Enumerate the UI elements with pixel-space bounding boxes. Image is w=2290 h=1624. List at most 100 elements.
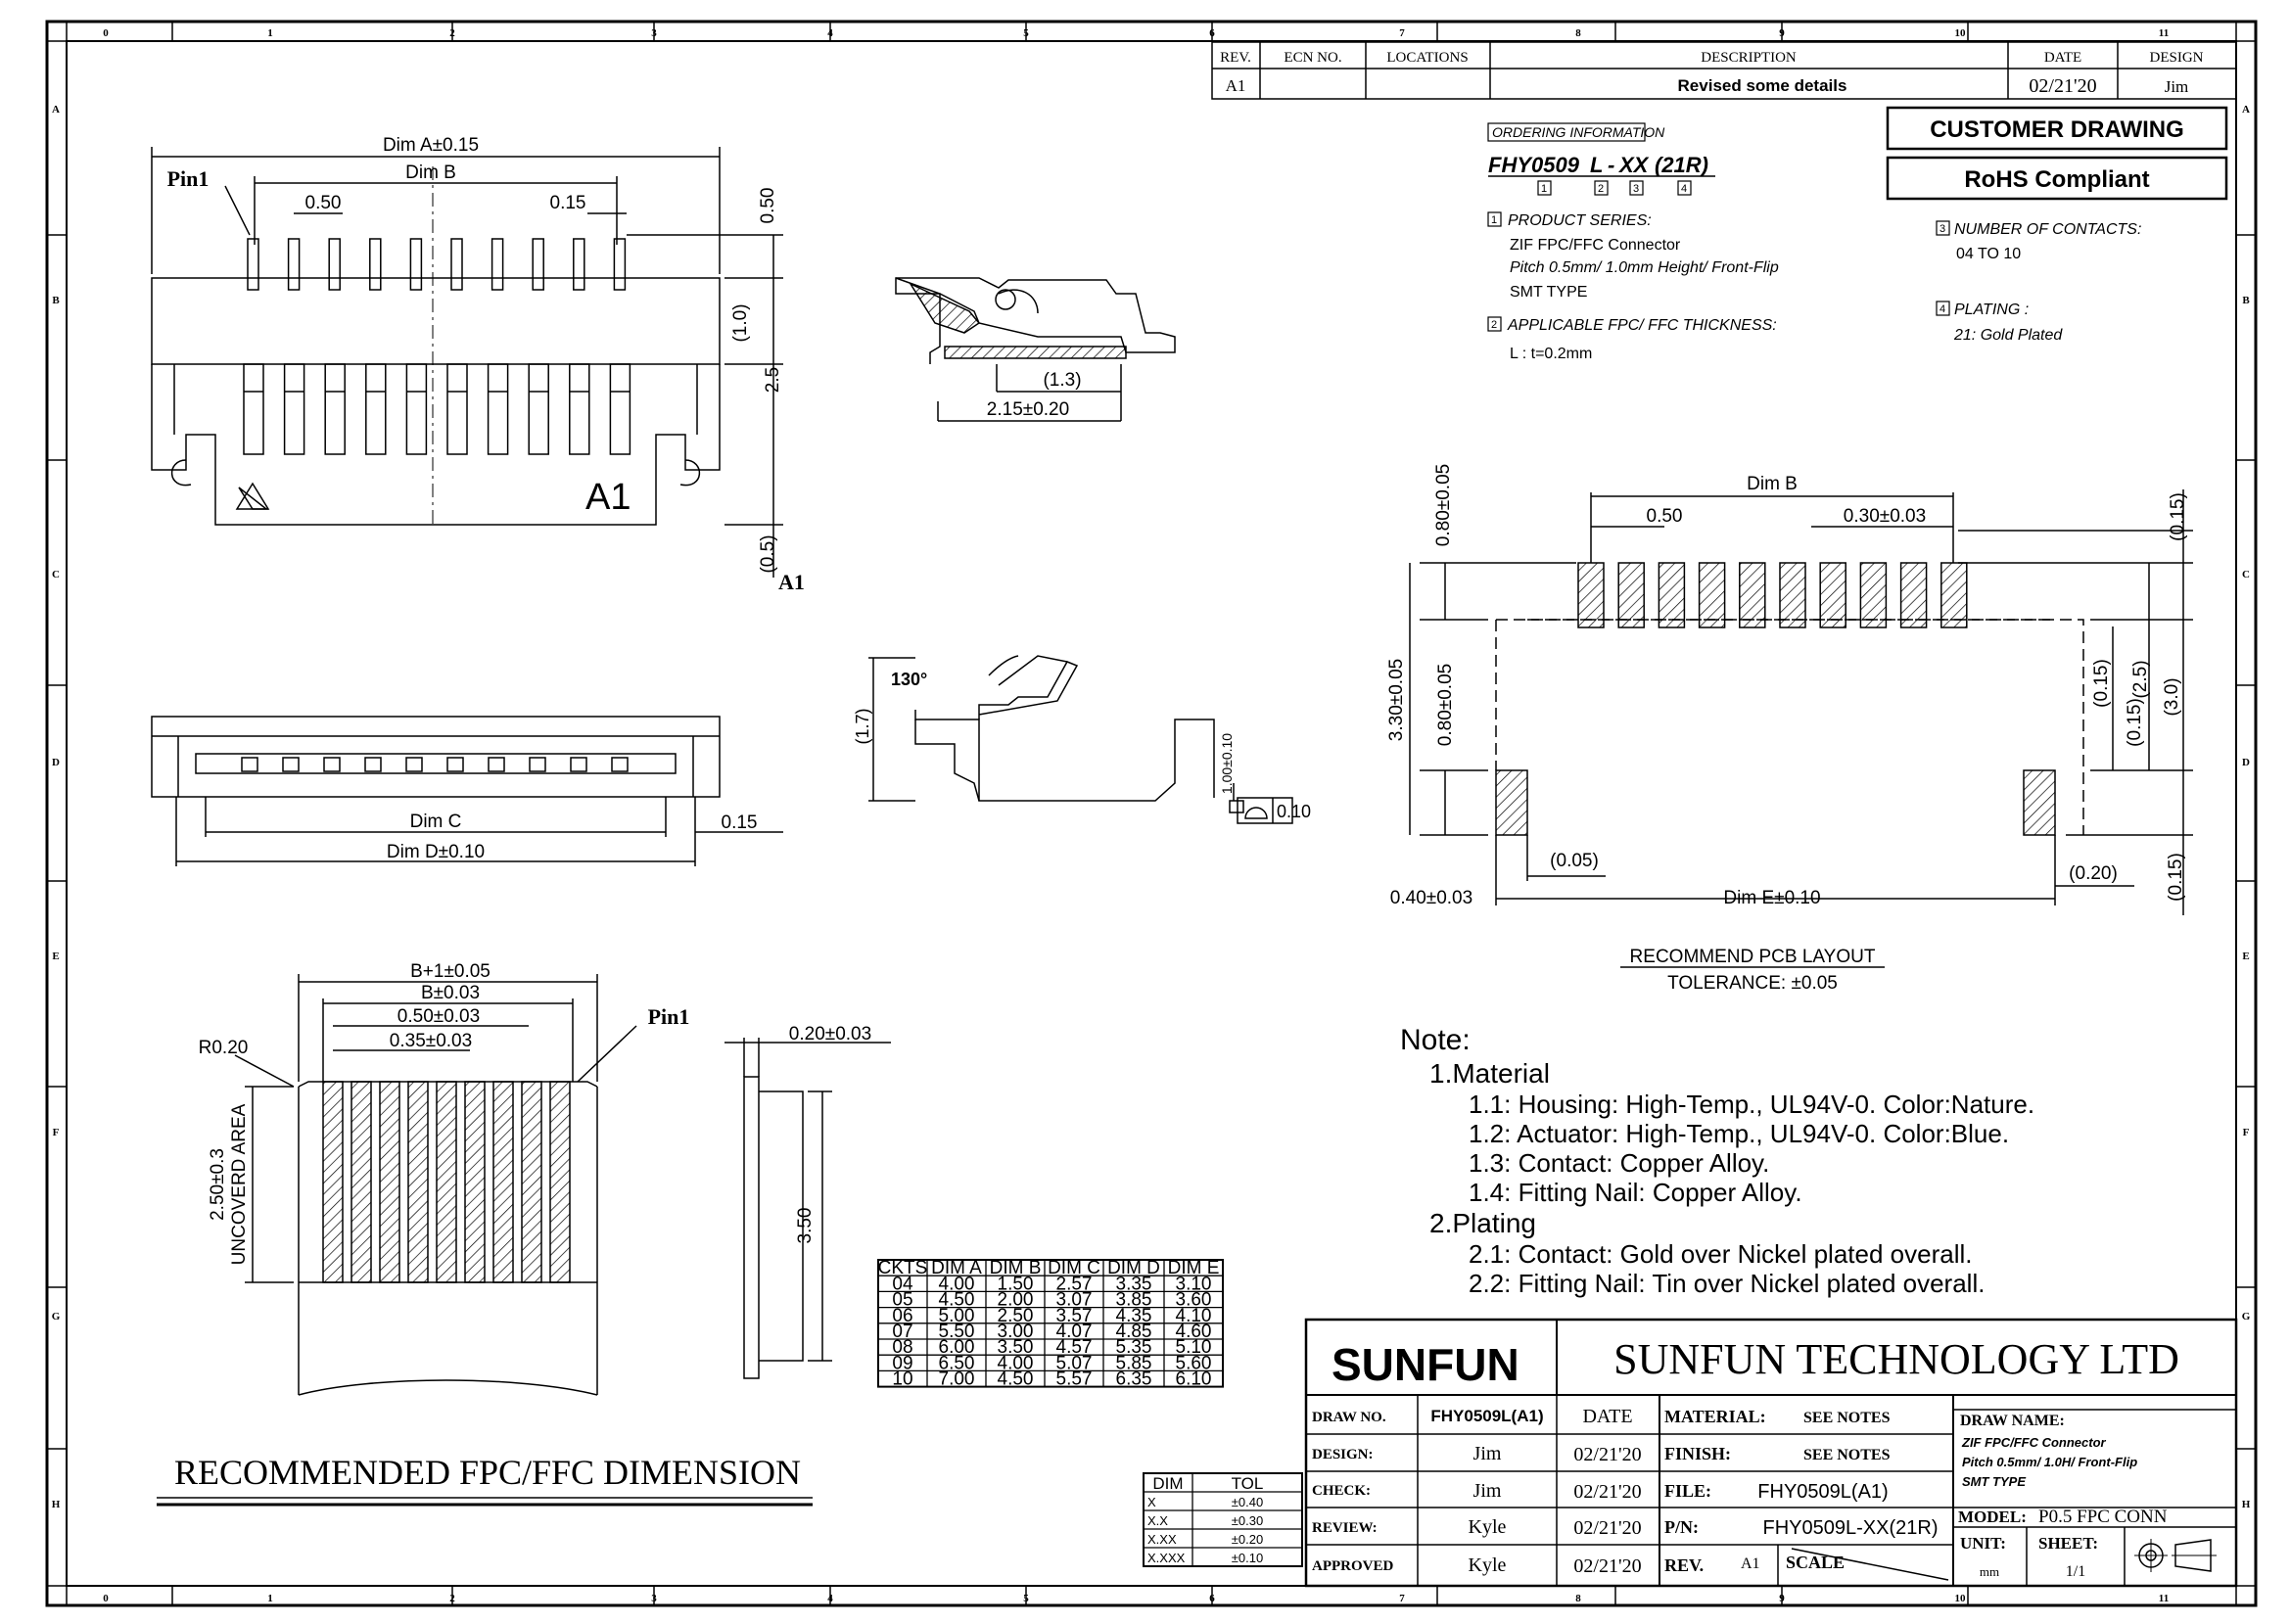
approved-value: Kyle (1469, 1554, 1507, 1576)
front-contact (241, 757, 258, 772)
rohs-badge: RoHS Compliant (1964, 166, 2149, 193)
drawing-frame (45, 20, 2258, 1607)
zone-row-left: D (52, 757, 60, 768)
fpc-pin1: Pin1 (648, 1004, 690, 1029)
zone-col-bottom: 6 (1209, 1593, 1215, 1604)
pcb-pitch: 0.50 (1647, 506, 1683, 527)
flatness-value: 0.10 (1277, 802, 1311, 821)
fpc-finger-width: 0.35±0.03 (390, 1031, 472, 1051)
rev-description: Revised some details (1678, 76, 1847, 95)
part-number-plating: (21R) (1655, 153, 1708, 177)
dim-table-header: DIM E (1168, 1258, 1220, 1278)
dim-table-cell: 4.85 (1116, 1322, 1152, 1342)
zone-col-top: 5 (1023, 27, 1029, 39)
sheet-value: 1/1 (2066, 1563, 2085, 1580)
contact-pin-body (324, 363, 346, 455)
tol-table-tol: ±0.20 (1232, 1532, 1263, 1547)
zone-col-bottom: 2 (449, 1593, 455, 1604)
pcb-d-005: (0.05) (1550, 851, 1599, 871)
title-block (1304, 1318, 2238, 1588)
dim-table-cell: 08 (892, 1337, 912, 1358)
model-label: MODEL: (1958, 1508, 2027, 1526)
v-10-label: (1.0) (730, 303, 751, 342)
contact-pin (409, 238, 423, 291)
zone-row-right: E (2242, 951, 2249, 962)
fpc-uncovered-area: UNCOVERD AREA (229, 1103, 250, 1265)
v-05-label: (0.5) (758, 534, 778, 573)
open-angle: 130° (891, 670, 927, 689)
part-number-contacts: XX (1617, 153, 1650, 177)
dim-table-cell: 5.10 (1176, 1337, 1212, 1358)
file-label: FILE: (1664, 1481, 1711, 1501)
rev-header-ecn: ECN NO. (1284, 50, 1341, 66)
dim-table-cell: 6.35 (1116, 1369, 1152, 1390)
open-view (868, 655, 1293, 824)
pcb-r-015c: (0.15) (2125, 698, 2145, 747)
dim-b-label: Dim B (405, 162, 456, 183)
zone-row-left: A (52, 104, 60, 116)
dim-table-cell: 3.60 (1176, 1290, 1212, 1311)
contact-pin (328, 238, 341, 291)
zone-col-bottom: 0 (103, 1593, 109, 1604)
rev-value: A1 (1226, 76, 1246, 95)
part-number-dash: - (1608, 153, 1614, 177)
fpc-finger (492, 1081, 514, 1283)
dim-table-cell: 4.00 (998, 1353, 1034, 1373)
notes-title: Note: (1400, 1024, 1471, 1056)
dim-table-cell: 10 (892, 1369, 912, 1390)
part-number-thickness: L (1590, 153, 1603, 177)
model-value: P0.5 FPC CONN (2038, 1507, 2168, 1527)
rev-header-locations: LOCATIONS (1386, 50, 1468, 66)
pin1-label-top: Pin1 (167, 166, 210, 191)
finish-value: SEE NOTES (1803, 1447, 1891, 1463)
pitch-label: 0.50 (305, 193, 342, 213)
pcb-v-080b: 0.80±0.05 (1435, 664, 1456, 746)
notes-plating: 2.Plating (1429, 1208, 1536, 1238)
fpc-finger (322, 1081, 344, 1283)
dim-table-cell: 5.60 (1176, 1353, 1212, 1373)
dim-table-cell: 4.57 (1056, 1337, 1093, 1358)
zone-row-right: C (2242, 569, 2250, 580)
notes-m1: 1.1: Housing: High-Temp., UL94V-0. Color… (1469, 1090, 2034, 1119)
dim-table-cell: 4.00 (939, 1274, 975, 1294)
zone-col-bottom: 10 (1955, 1593, 1967, 1604)
thickness-line1: L : t=0.2mm (1510, 346, 1592, 362)
v-050-label: 0.50 (758, 188, 778, 224)
contacts-range: 04 TO 10 (1956, 246, 2021, 262)
product-series-title: PRODUCT SERIES: (1508, 212, 1652, 229)
dim-c-label: Dim C (410, 812, 462, 832)
product-series-line1: ZIF FPC/FFC Connector (1510, 237, 1681, 254)
front-view (151, 716, 783, 866)
front-contact (323, 757, 341, 772)
zone-col-top: 3 (651, 27, 657, 39)
badges: CUSTOMER DRAWING RoHS Compliant (1886, 106, 2228, 201)
fpc-finger (436, 1081, 457, 1283)
draw-no-value: FHY0509L(A1) (1430, 1407, 1543, 1425)
zone-col-bottom: 5 (1023, 1593, 1029, 1604)
contact-pin-body (365, 363, 387, 455)
customer-drawing-badge: CUSTOMER DRAWING (1930, 116, 2184, 143)
pcb-dim-2-5: (2.5) (2130, 660, 2151, 698)
dim-table-cell: 5.50 (939, 1322, 975, 1342)
notes-m2: 1.2: Actuator: High-Temp., UL94V-0. Colo… (1469, 1119, 2009, 1148)
pcb-pad (1859, 562, 1888, 628)
fpc-radius: R0.20 (199, 1038, 249, 1058)
side-view (895, 277, 1176, 422)
zone-row-left: G (52, 1311, 61, 1322)
draw-name-line2: Pitch 0.5mm/ 1.0H/ Front-Flip (1962, 1455, 2137, 1469)
zone-col-bottom: 4 (827, 1593, 833, 1604)
notes-m3: 1.3: Contact: Copper Alloy. (1469, 1148, 1769, 1178)
index-3: 3 (1633, 183, 1639, 195)
fpc-finger (549, 1081, 571, 1283)
zone-col-bottom: 9 (1779, 1593, 1785, 1604)
dim-table-cell: 3.85 (1116, 1290, 1152, 1311)
review-label: REVIEW: (1312, 1520, 1378, 1536)
dim-table-cell: 5.35 (1116, 1337, 1152, 1358)
pcb-tolerance: TOLERANCE: ±0.05 (1667, 973, 1838, 994)
dim-table-header: DIM D (1107, 1258, 1160, 1278)
plating-title: PLATING : (1954, 302, 2029, 318)
unit-label: UNIT: (1960, 1534, 2006, 1553)
pcb-v-330: 3.30±0.05 (1386, 659, 1407, 741)
